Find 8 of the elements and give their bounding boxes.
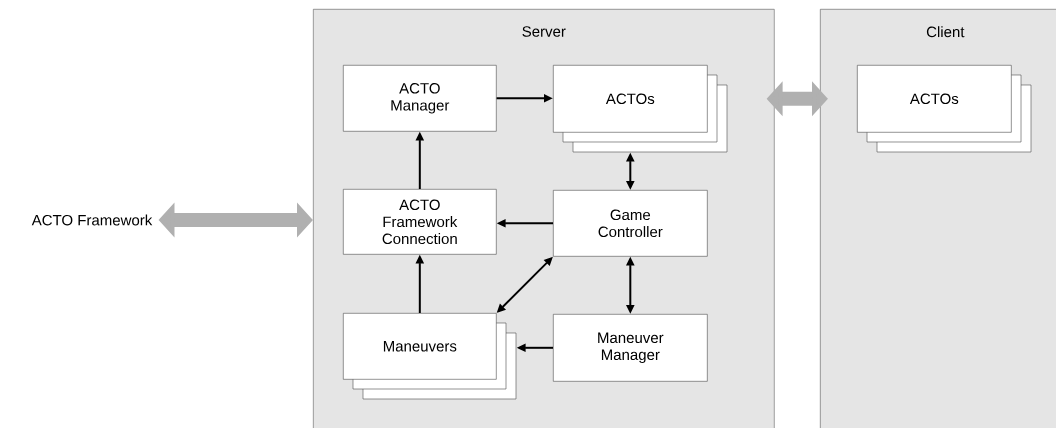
process-box: ACTO Manager (343, 65, 497, 132)
stacked-box: ACTOs (857, 65, 1032, 153)
label-text: ACTO Framework (31, 214, 153, 226)
stacked-box: Maneuvers (343, 313, 517, 400)
process-box: ACTO Framework Connection (343, 189, 497, 255)
process-box: Maneuver Manager (553, 314, 708, 382)
process-box: Game Controller (553, 190, 708, 257)
stacked-box: ACTOs (553, 65, 728, 153)
